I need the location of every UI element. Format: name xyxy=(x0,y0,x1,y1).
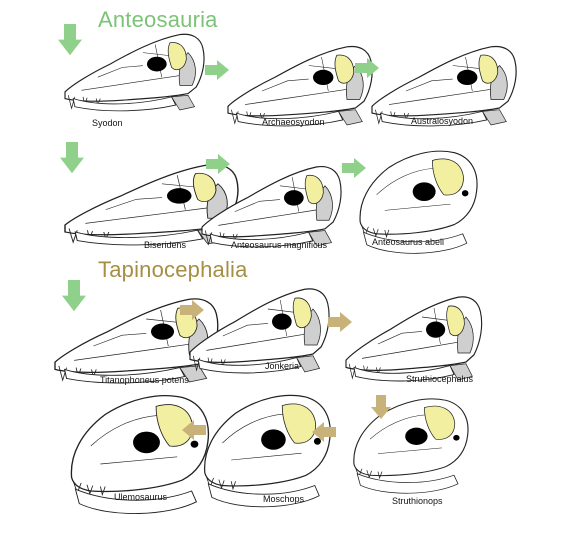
label-anteosaurus-magnificus: Anteosaurus magnificus xyxy=(231,240,328,250)
label-struthiocephalus: Struthiocephalus xyxy=(406,374,474,384)
skull-syodon xyxy=(64,33,205,112)
label-australosyodon: Australosyodon xyxy=(411,116,474,126)
label-titanophoneus-potens: Titanophoneus potens xyxy=(100,375,189,385)
skull-struthionops xyxy=(353,398,469,494)
skull-archaeosyodon xyxy=(227,45,373,127)
label-syodon: Syodon xyxy=(92,118,123,128)
arrow-syodon-archaeosyodon xyxy=(205,60,229,80)
group-title-anteosauria: Anteosauria xyxy=(98,7,218,32)
skull-struthiocephalus xyxy=(345,296,483,382)
label-moschops: Moschops xyxy=(263,494,305,504)
arrow-magnificus-abeli xyxy=(342,158,366,178)
label-anteosaurus-abeli: Anteosaurus abeli xyxy=(372,237,445,247)
group-title-tapinocephalia: Tapinocephalia xyxy=(98,257,248,282)
arrow-start-row1 xyxy=(58,24,82,56)
label-archaeosyodon: Archaeosyodon xyxy=(262,117,325,127)
skull-australosyodon xyxy=(371,45,517,127)
label-biseridens: Biseridens xyxy=(144,240,187,250)
skull-moschops xyxy=(203,394,331,508)
arrow-start-row2 xyxy=(60,142,84,174)
label-ulemosaurus: Ulemosaurus xyxy=(114,492,168,502)
arrow-jonkeria-struthiocephalus xyxy=(328,312,352,332)
label-struthionops: Struthionops xyxy=(392,496,443,506)
label-jonkeria: Jonkeria xyxy=(265,361,300,371)
arrow-start-row3 xyxy=(62,280,86,312)
